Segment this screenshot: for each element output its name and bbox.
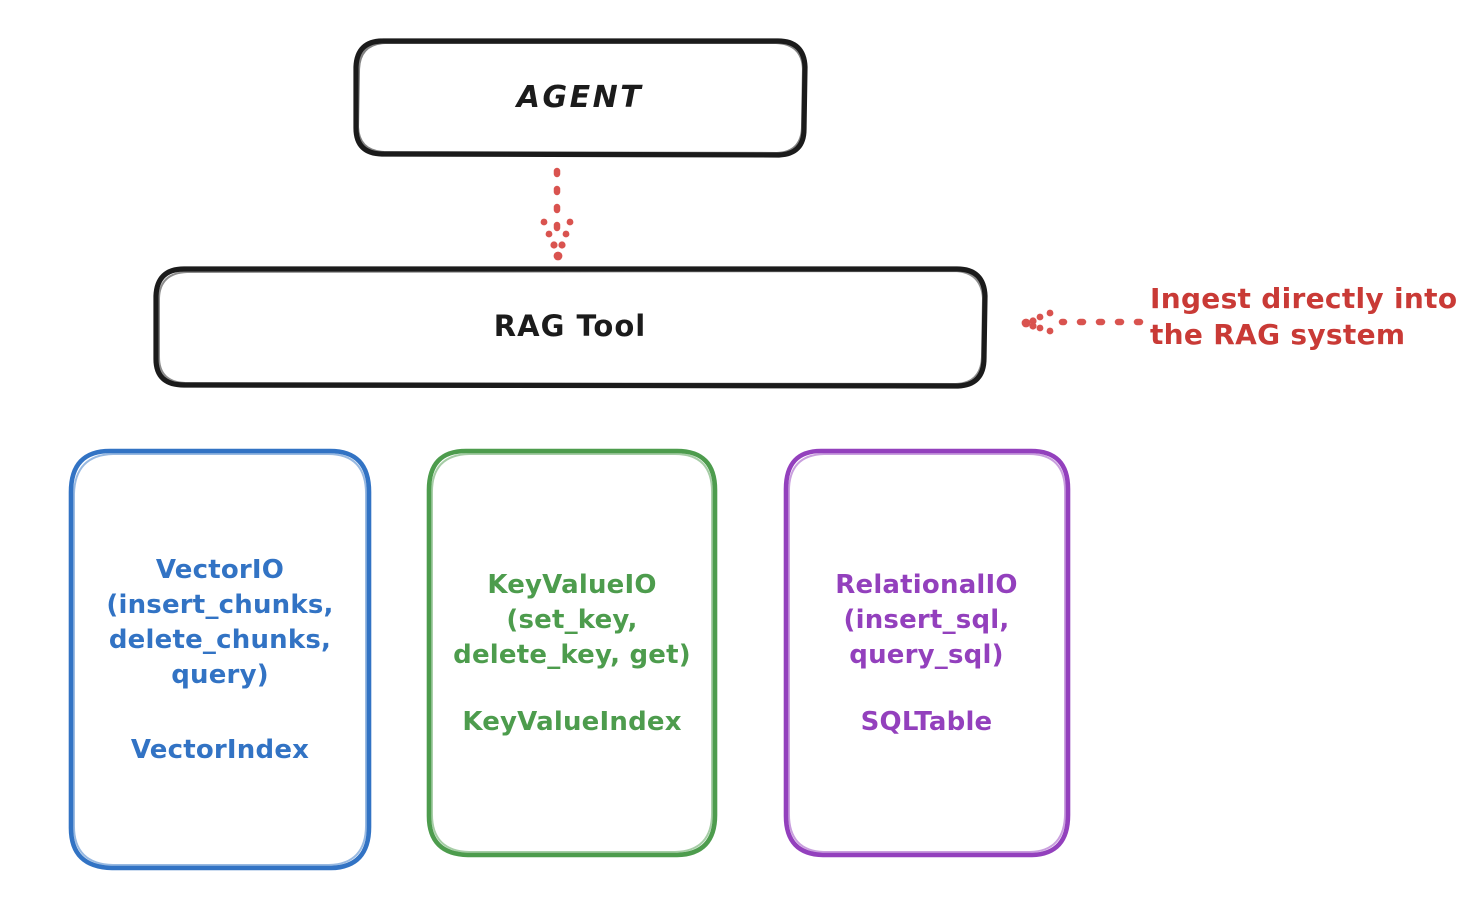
- connector-agent-to-rag-tool: [540, 167, 574, 261]
- node-key-value-io-sublabel: KeyValueIndex: [462, 706, 682, 737]
- node-vector-io-sublabel: VectorIndex: [130, 734, 310, 765]
- node-key-value-io[interactable]: KeyValueIO (set_key, delete_key, get) Ke…: [428, 450, 716, 855]
- connector-ingest-to-rag-tool: [1021, 309, 1144, 335]
- annotation-ingest-directly: Ingest directly into the RAG system: [1150, 282, 1458, 352]
- node-vector-io[interactable]: VectorIO (insert_chunks, delete_chunks, …: [70, 450, 370, 868]
- node-rag-tool[interactable]: RAG Tool: [155, 268, 985, 386]
- node-relational-io-sublabel: SQLTable: [860, 706, 993, 737]
- node-vector-io-label: VectorIO (insert_chunks, delete_chunks, …: [106, 555, 334, 690]
- node-rag-tool-label: RAG Tool: [493, 309, 647, 344]
- node-relational-io[interactable]: RelationalIO (insert_sql, query_sql) SQL…: [785, 450, 1068, 855]
- node-agent[interactable]: AGENT: [355, 40, 805, 155]
- node-agent-label: AGENT: [516, 80, 644, 115]
- node-key-value-io-label: KeyValueIO (set_key, delete_key, get): [453, 570, 691, 670]
- node-relational-io-label: RelationalIO (insert_sql, query_sql): [835, 570, 1018, 670]
